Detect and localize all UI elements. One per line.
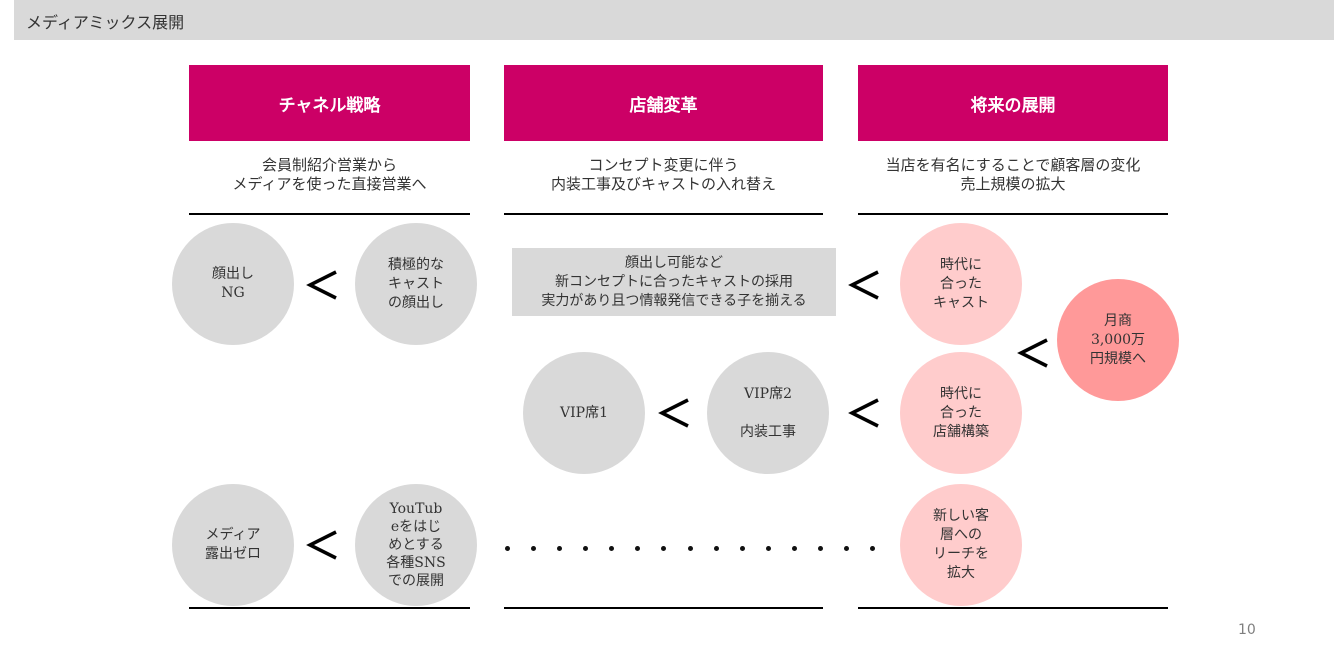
ellipsis-dot <box>661 546 667 551</box>
ellipsis-dot <box>583 546 589 551</box>
column-header-future-expansion: 将来の展開 <box>858 65 1168 141</box>
less-than-arrow-icon <box>658 396 692 430</box>
ellipsis-dot <box>505 546 510 551</box>
column-header-label: 店舗変革 <box>629 95 698 116</box>
column-header-label: チャネル戦略 <box>278 95 381 116</box>
less-than-arrow-icon <box>848 268 882 302</box>
ellipsis-dot <box>817 546 823 551</box>
column-description: 会員制紹介営業から メディアを使った直接営業へ <box>232 156 427 193</box>
column-header-label: 将来の展開 <box>970 95 1056 116</box>
ellipsis-dot <box>713 546 719 551</box>
ellipsis-dot <box>791 546 797 551</box>
ellipsis-dot <box>635 546 641 551</box>
divider-bottom-col2 <box>504 607 823 609</box>
ellipsis-dot <box>557 546 563 551</box>
node-modern-cast: 時代に 合った キャスト <box>900 223 1022 345</box>
divider-top-col2 <box>504 213 823 215</box>
column-description: 当店を有名にすることで顧客層の変化 売上規模の拡大 <box>885 156 1141 193</box>
node-modern-store: 時代に 合った 店舗構築 <box>900 352 1022 474</box>
ellipsis-dot <box>765 546 771 551</box>
ellipsis-dot <box>843 546 849 551</box>
node-new-customer-reach: 新しい客 層への リーチを 拡大 <box>900 484 1022 606</box>
ellipsis-dot <box>870 546 875 551</box>
node-monthly-sales-target: 月商 3,000万 円規模へ <box>1057 279 1179 401</box>
page-number: 10 <box>1238 622 1256 638</box>
node-active-face-reveal: 積極的な キャスト の顔出し <box>355 223 477 345</box>
node-vip-seat-2: VIP席2 内装工事 <box>707 352 829 474</box>
divider-bottom-col3 <box>858 607 1168 609</box>
node-youtube-sns-expansion: YouTub eをはじ めとする 各種SNS での展開 <box>355 484 477 606</box>
divider-top-col1 <box>189 213 470 215</box>
ellipsis-dot <box>739 546 745 551</box>
node-face-ng: 顔出し NG <box>172 223 294 345</box>
less-than-arrow-icon <box>1017 336 1051 370</box>
page-title: メディアミックス展開 <box>26 13 185 32</box>
less-than-arrow-icon <box>848 396 882 430</box>
column-header-store-reform: 店舗変革 <box>504 65 823 141</box>
divider-bottom-col1 <box>189 607 470 609</box>
ellipsis-dot <box>609 546 615 551</box>
node-media-exposure-zero: メディア 露出ゼロ <box>172 484 294 606</box>
divider-top-col3 <box>858 213 1168 215</box>
column-description: コンセプト変更に伴う 内装工事及びキャストの入れ替え <box>550 156 776 193</box>
ellipsis-dot <box>531 546 537 551</box>
less-than-arrow-icon <box>306 528 340 562</box>
title-bar: メディアミックス展開 <box>14 0 1334 40</box>
node-cast-recruitment-box: 顔出し可能など 新コンセプトに合ったキャストの採用 実力があり且つ情報発信できる… <box>512 248 836 316</box>
node-vip-seat-1: VIP席1 <box>523 352 645 474</box>
ellipsis-dots <box>505 546 885 554</box>
ellipsis-dot <box>687 546 693 551</box>
less-than-arrow-icon <box>306 268 340 302</box>
column-header-channel-strategy: チャネル戦略 <box>189 65 470 141</box>
